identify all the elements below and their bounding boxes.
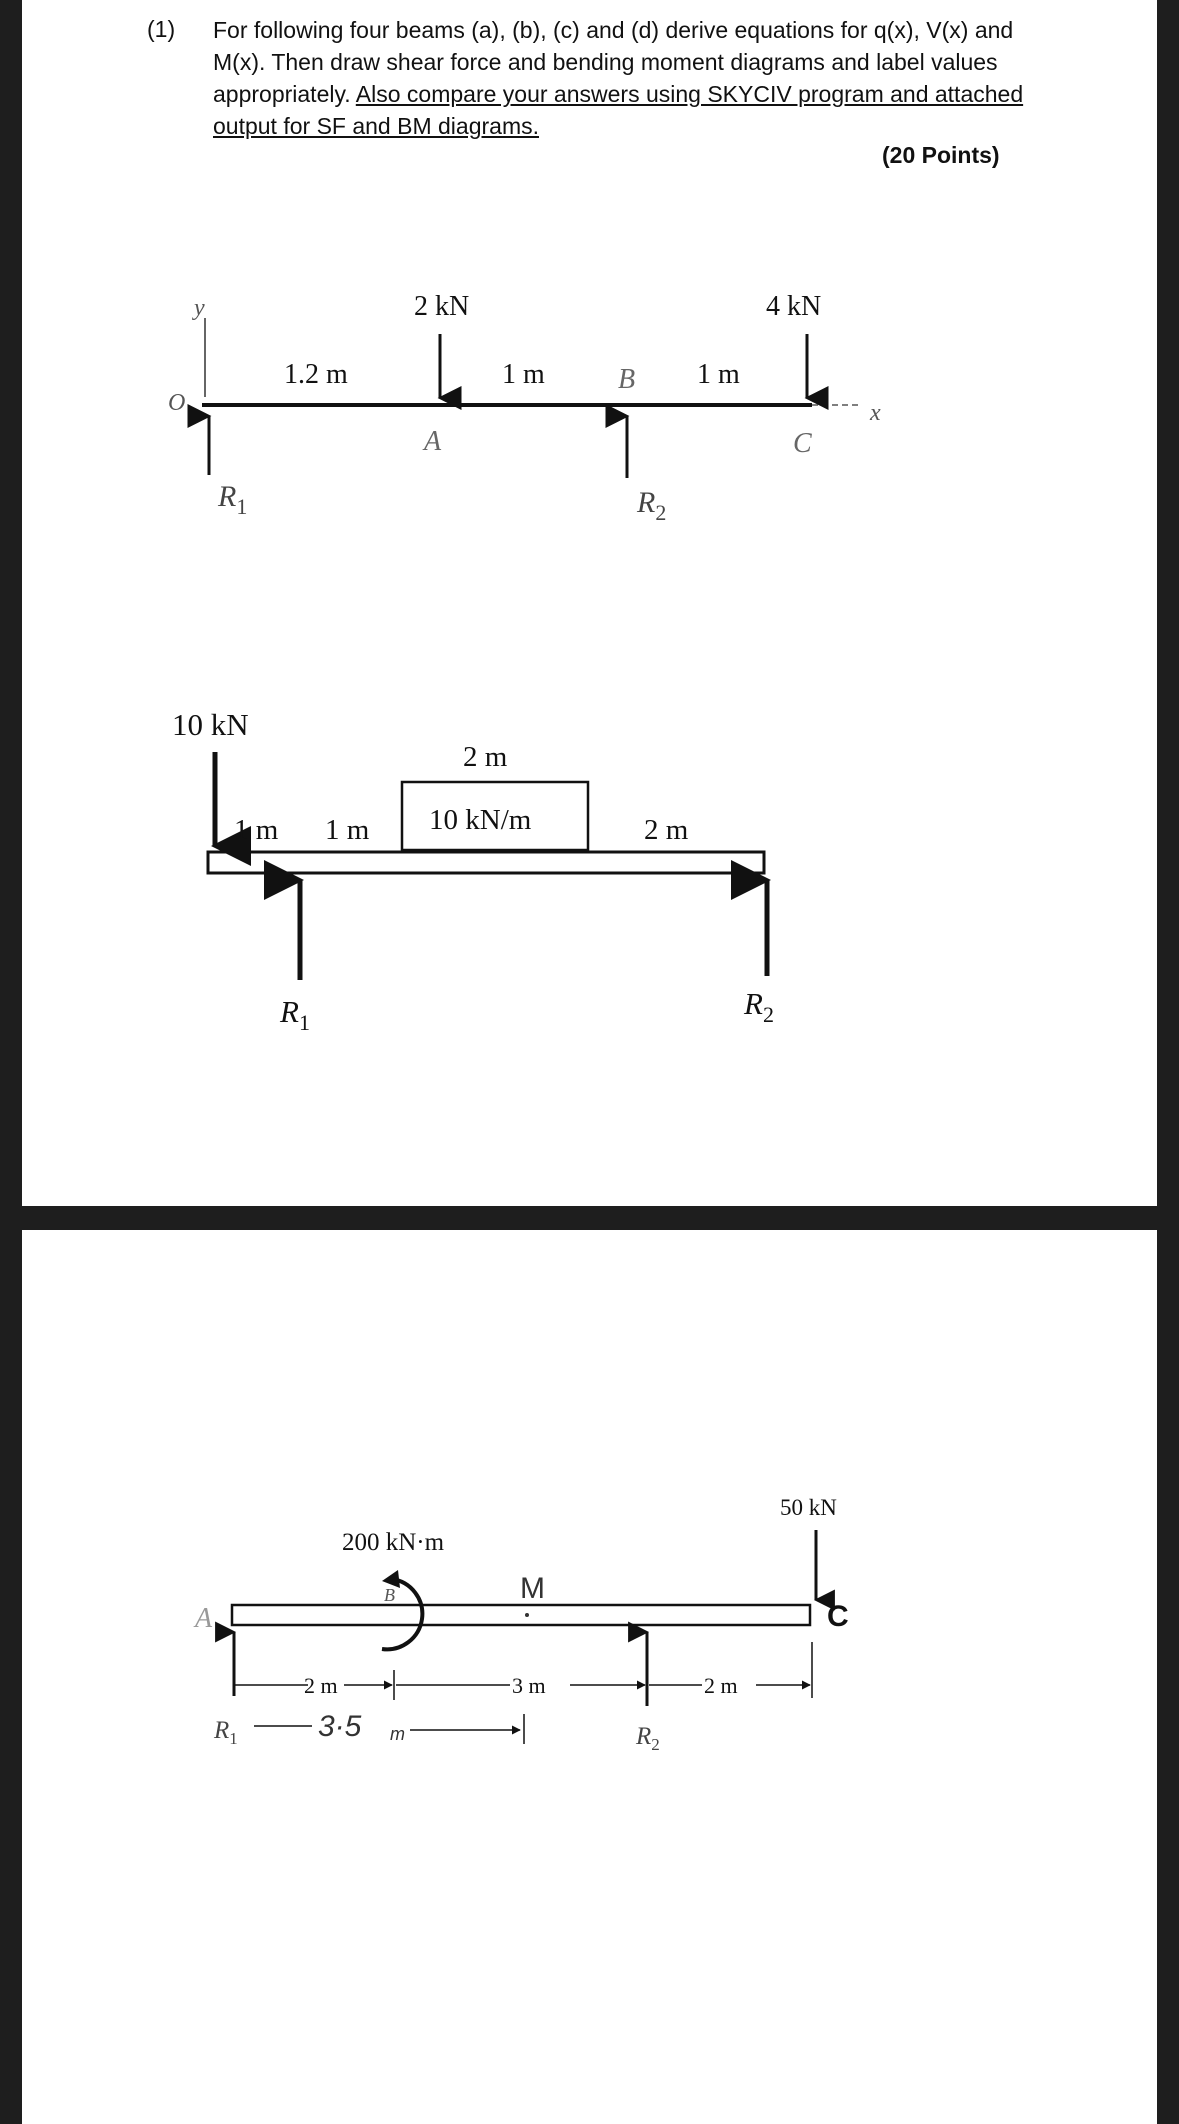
beam-c-reaction-R1-label: R1 bbox=[213, 1717, 238, 1748]
beam-a-span-OA: 1.2 m bbox=[284, 359, 348, 390]
beam-b-distributed-load-box bbox=[400, 780, 590, 852]
beam-a-reaction-R2-label: R2 bbox=[636, 486, 666, 525]
beam-diagrams-page-2: A B M C 200 kN·m 50 kN R1 R2 2 m 3 m bbox=[193, 1495, 849, 1754]
beam-c-diagram: A B M C 200 kN·m 50 kN R1 R2 2 m 3 m bbox=[193, 1495, 849, 1754]
beam-a-point-C: C bbox=[793, 428, 812, 459]
problem-text-plain: For following four beams (a), (b), (c) a… bbox=[213, 17, 1014, 107]
beam-a-load-C-label: 4 kN bbox=[766, 291, 821, 322]
beam-c-dim-2: 3 m bbox=[512, 1673, 546, 1698]
document-page-1: (1) For following four beams (a), (b), (… bbox=[22, 0, 1157, 1206]
beam-c-hand-dim-value: 3·5 bbox=[318, 1710, 362, 1743]
beam-c-dim-3: 2 m bbox=[704, 1673, 738, 1698]
beam-a-diagram: y O x 2 kN 4 kN 1.2 m 1 m 1 m B A C R1 bbox=[168, 291, 881, 525]
beam-c-point-B: B bbox=[384, 1585, 395, 1605]
beam-b-distributed-load-label: 10 kN/m bbox=[429, 804, 532, 836]
beam-a-load-A-label: 2 kN bbox=[414, 291, 469, 322]
beam-c-moment-arrowhead bbox=[382, 1570, 400, 1588]
beam-b-span-end: 2 m bbox=[644, 814, 689, 846]
beam-c-moment-label: 200 kN·m bbox=[342, 1529, 445, 1556]
problem-text-underlined: Also compare your answers using SKYCIV p… bbox=[213, 81, 1024, 139]
beam-c-point-M: M bbox=[520, 1572, 545, 1605]
beam-b-diagram: 10 kN/m 2 m 10 kN 1 m 1 m 2 m R1 R2 bbox=[172, 707, 774, 1035]
beam-a-reaction-R1-label: R1 bbox=[217, 480, 247, 519]
beam-a-origin-label: O bbox=[168, 390, 185, 416]
points-label: (20 Points) bbox=[882, 142, 1000, 168]
beam-a-point-A: A bbox=[422, 426, 442, 457]
beam-c-point-load-label: 50 kN bbox=[780, 1495, 837, 1520]
beam-c-beam bbox=[230, 1603, 812, 1627]
beam-b-point-load-label: 10 kN bbox=[172, 707, 249, 742]
beam-c-dim-1: 2 m bbox=[304, 1673, 338, 1698]
beam-c-point-A: A bbox=[193, 1603, 213, 1634]
beam-c-point-C: C bbox=[827, 1600, 849, 1633]
beam-diagrams-page-1: y O x 2 kN 4 kN 1.2 m 1 m 1 m B A C R1 bbox=[168, 291, 881, 1035]
beam-b-span-2: 1 m bbox=[325, 814, 370, 846]
beam-c-moment-arc bbox=[381, 1577, 425, 1652]
beam-a-point-B: B bbox=[618, 364, 635, 395]
beam-c-hand-dim-unit: m bbox=[390, 1724, 405, 1744]
document-page-2: A B M C 200 kN·m 50 kN R1 R2 2 m 3 m bbox=[22, 1230, 1157, 2124]
beam-b-reaction-R1-label: R1 bbox=[279, 994, 310, 1035]
problem-number: (1) bbox=[147, 16, 176, 42]
problem-statement: For following four beams (a), (b), (c) a… bbox=[213, 14, 1033, 142]
beam-c-point-M-dot bbox=[525, 1613, 529, 1617]
beam-a-x-label: x bbox=[869, 400, 881, 426]
beam-b-span-1: 1 m bbox=[234, 814, 279, 846]
beam-a-span-AB: 1 m bbox=[502, 359, 545, 390]
beam-b-reaction-R2-label: R2 bbox=[743, 986, 774, 1027]
beam-a-span-BC: 1 m bbox=[697, 359, 740, 390]
beam-b-beam bbox=[206, 850, 766, 875]
beam-c-reaction-R2-label: R2 bbox=[635, 1723, 660, 1754]
beam-b-distributed-length-label: 2 m bbox=[463, 741, 508, 773]
beam-a-y-label: y bbox=[192, 295, 205, 321]
